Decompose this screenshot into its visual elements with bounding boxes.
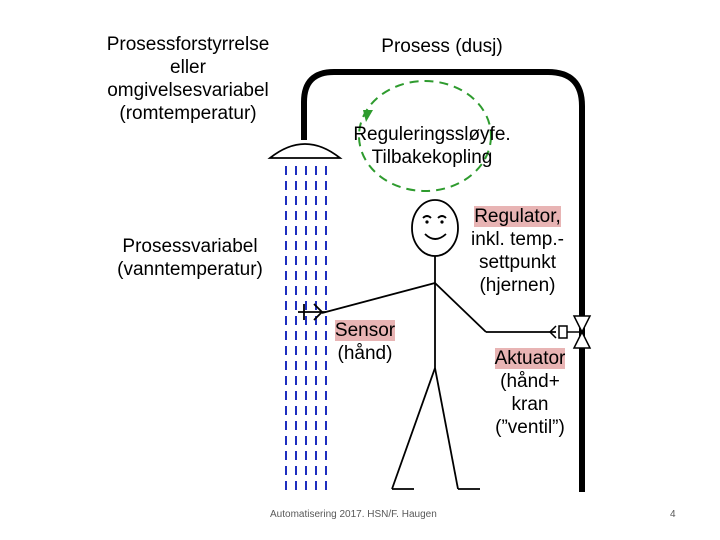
loop-line-2: Tilbakekopling — [371, 147, 493, 168]
feedback-loop-arrow — [358, 80, 492, 192]
disturbance-line-4: (romtemperatur) — [119, 103, 257, 124]
process-variable-label: Prosessvariabel (vanntemperatur) — [100, 235, 280, 281]
sensor-label: Sensor (hånd) — [326, 319, 404, 365]
shower-head-icon — [267, 143, 343, 159]
process-variable-line-2: (vanntemperatur) — [117, 259, 263, 280]
disturbance-label: Prosessforstyrrelse eller omgivelsesvari… — [82, 33, 294, 125]
actuator-title: Aktuator — [494, 348, 566, 369]
disturbance-line-3: omgivelsesvariabel — [107, 80, 269, 101]
loop-line-1: Reguleringssløyfe. — [353, 124, 511, 145]
page-number: 4 — [670, 509, 676, 520]
sensor-sub: (hånd) — [337, 343, 393, 364]
disturbance-line-2: eller — [170, 57, 206, 78]
regulator-label: Regulator, inkl. temp.- settpunkt (hjern… — [455, 205, 580, 297]
process-variable-line-1: Prosessvariabel — [122, 236, 258, 257]
water-streams — [285, 166, 327, 492]
actuator-line-2: kran — [511, 394, 549, 415]
sensor-hand-icon — [298, 303, 326, 321]
regulator-line-3: (hjernen) — [479, 275, 556, 296]
person-figure — [321, 199, 556, 490]
regulator-title: Regulator, — [474, 206, 561, 227]
sensor-title: Sensor — [334, 320, 396, 341]
regulator-line-1: inkl. temp.- — [471, 229, 564, 250]
water-pipe — [301, 69, 585, 492]
actuator-line-1: (hånd+ — [500, 371, 560, 392]
disturbance-line-1: Prosessforstyrrelse — [106, 34, 270, 55]
actuator-label: Aktuator (hånd+ kran (”ventil”) — [480, 347, 580, 439]
loop-arrowhead-icon — [363, 110, 373, 122]
loop-label: Reguleringssløyfe. Tilbakekopling — [342, 123, 522, 169]
valve-icon — [548, 315, 592, 349]
actuator-line-3: (”ventil”) — [495, 417, 565, 438]
regulator-line-2: settpunkt — [478, 252, 557, 273]
footer-text: Automatisering 2017. HSN/F. Haugen — [270, 509, 437, 520]
process-label: Prosess (dusj) — [381, 36, 503, 57]
